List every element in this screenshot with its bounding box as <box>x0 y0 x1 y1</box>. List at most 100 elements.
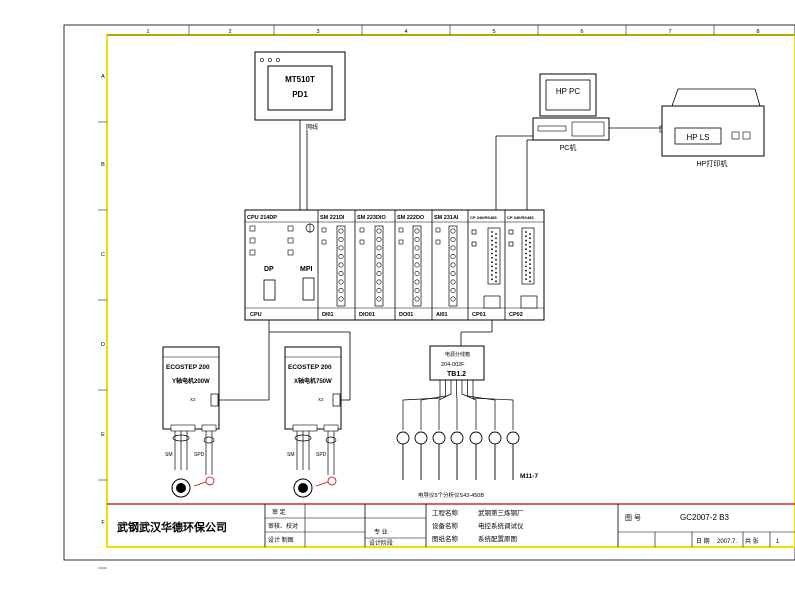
connector-pin <box>525 252 527 255</box>
terminal-screw <box>414 296 420 302</box>
terminal-screw <box>450 270 456 276</box>
hmi-panel: MT510T PD1 <box>254 51 346 121</box>
terminal-screw <box>376 228 382 234</box>
connector-pin <box>525 265 527 268</box>
terminal-screw <box>376 296 382 302</box>
connector-pin <box>491 231 493 233</box>
servo-drive-x: ECOSTEP 200 X轴电机750W X2 <box>284 346 342 432</box>
sensor-cable <box>472 380 514 430</box>
ruler-number: 5 <box>492 29 495 35</box>
plc-bottom-label: CP02 <box>509 312 523 318</box>
hp-pc: HP PC PC机 <box>532 73 610 152</box>
drawing-number-label: 图 号 <box>625 514 641 522</box>
connector-pin <box>495 237 497 240</box>
terminal-screw <box>450 262 456 268</box>
terminal-screw <box>450 287 456 293</box>
terminal-screw <box>450 254 456 260</box>
connector-pin <box>495 267 497 270</box>
approval-label: 审核、校对 <box>268 522 298 530</box>
terminal-box-line2: 204-002F <box>441 362 465 368</box>
motor-wiring <box>172 431 337 475</box>
ruler-letter: F <box>101 520 105 526</box>
terminal-screw <box>338 245 344 251</box>
terminal-screw <box>450 279 456 285</box>
status-led <box>435 227 441 233</box>
terminal-screw <box>338 262 344 268</box>
connector-pin <box>491 252 493 255</box>
sensor-cable <box>438 380 452 430</box>
date-label: 日 期 <box>696 537 710 545</box>
hmi-id: PD1 <box>292 90 308 99</box>
connector-pin <box>529 276 531 278</box>
connector-pin <box>525 239 527 242</box>
sensor-probe-icon <box>488 431 502 445</box>
connector-pin <box>525 231 527 233</box>
motor-label-sm: SM <box>165 452 173 458</box>
terminal-screw <box>338 270 344 276</box>
connector-pin <box>529 250 531 253</box>
connector-pin <box>495 280 497 283</box>
connector-pin <box>495 271 497 274</box>
motor-y: SM SPD <box>165 452 215 498</box>
terminal-screw <box>376 279 382 285</box>
terminal-screw <box>338 296 344 302</box>
terminal-screw <box>338 254 344 260</box>
terminal-box: 电源分线箱 204-002F TB1.2 <box>429 345 485 381</box>
dp-port-label: DP <box>264 266 274 273</box>
terminal-screw <box>414 262 420 268</box>
connector-pin <box>529 267 531 270</box>
drive-terminal-strip <box>170 424 196 432</box>
outer-frame <box>63 24 795 561</box>
connector-pin <box>495 258 497 261</box>
plc-bottom-label: CP01 <box>472 312 486 318</box>
terminal-screw <box>414 270 420 276</box>
plc-slot-label: SM 222DO <box>397 215 425 221</box>
plc-bottom-label: CPU <box>250 312 262 318</box>
connector-pin <box>495 250 497 253</box>
status-led <box>359 239 365 245</box>
hp-printer-label: HP LS <box>687 133 710 142</box>
terminal-screw <box>414 228 420 234</box>
project-key: 工程名称 <box>432 508 459 517</box>
analyzer-sensors <box>396 380 520 480</box>
connector-pin <box>529 237 531 240</box>
sensor-probe-icon <box>432 431 446 445</box>
terminal-screw <box>414 245 420 251</box>
drive-port <box>210 393 219 407</box>
plc-bottom-label: AI01 <box>436 312 448 318</box>
connector-pin <box>525 235 527 238</box>
ruler-letter: A <box>101 74 105 80</box>
project-key: 图纸名称 <box>432 534 459 543</box>
connector-pin <box>529 254 531 257</box>
motor-label-spd: SPD <box>316 452 327 458</box>
plc-slot-label: CP 340/RS485 <box>470 215 497 220</box>
dp-port <box>263 279 276 301</box>
date-value: 2007.7. <box>717 539 737 545</box>
drive-port <box>332 393 341 407</box>
project-value: 武钢第三炼钢厂 <box>478 508 524 517</box>
connector-pin <box>495 276 497 278</box>
terminal-screw <box>450 245 456 251</box>
network-cable-label: 网线 <box>306 123 318 131</box>
terminal-box-line1: 电源分线箱 <box>445 351 470 358</box>
hp-printer: HP LS HP打印机 <box>659 88 765 168</box>
connector-pin <box>491 239 493 242</box>
ruler-number: 1 <box>146 29 149 35</box>
sensor-probe-icon <box>450 431 464 445</box>
motor-label-sm: SM <box>287 452 295 458</box>
mpi-port <box>302 277 315 301</box>
encoder-icon <box>327 476 337 486</box>
title-block: 武钢武汉华德环保公司 审 定 审核、校对 设计 制图 专 业 设计阶段 工程名称… <box>107 503 795 547</box>
connector-pin <box>525 269 527 272</box>
plc-bottom-label: DI01 <box>322 312 334 318</box>
connector-pin <box>525 244 527 246</box>
connector-pin <box>495 254 497 257</box>
ruler-letter: B <box>101 162 105 168</box>
plc-slot-label: SM 231AI <box>434 215 459 221</box>
drive-port-label: X2 <box>318 397 324 402</box>
ruler-number: 8 <box>756 29 759 35</box>
project-value: 电控系统调试仪 <box>478 521 524 530</box>
terminal-screw <box>376 270 382 276</box>
connector-pin <box>525 261 527 263</box>
